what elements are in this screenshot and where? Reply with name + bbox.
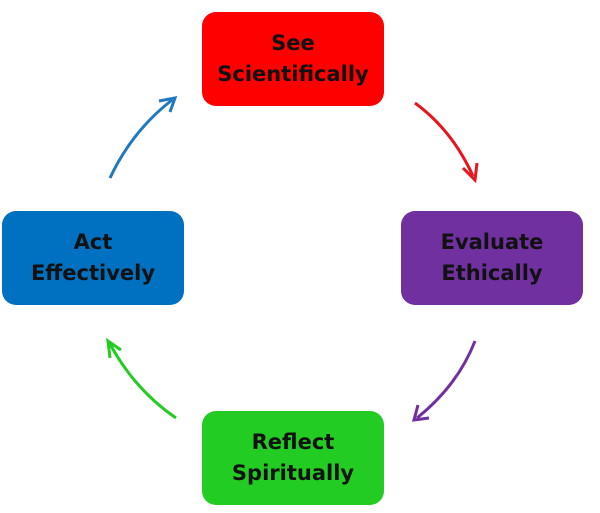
node-see-scientifically: See Scientifically	[202, 12, 384, 106]
arrow-see-to-evaluate	[414, 101, 479, 184]
node-act-effectively: Act Effectively	[2, 211, 184, 305]
arrow-evaluate-to-reflect	[411, 340, 477, 422]
arrow-act-to-see	[108, 96, 178, 179]
node-label: Reflect Spiritually	[231, 430, 355, 485]
node-label: Evaluate Ethically	[440, 230, 544, 285]
arrow-reflect-to-act	[106, 337, 177, 420]
node-reflect-spiritually: Reflect Spiritually	[202, 411, 384, 505]
node-label: See Scientifically	[217, 31, 369, 86]
node-evaluate-ethically: Evaluate Ethically	[401, 211, 583, 305]
node-label: Act Effectively	[30, 230, 156, 285]
